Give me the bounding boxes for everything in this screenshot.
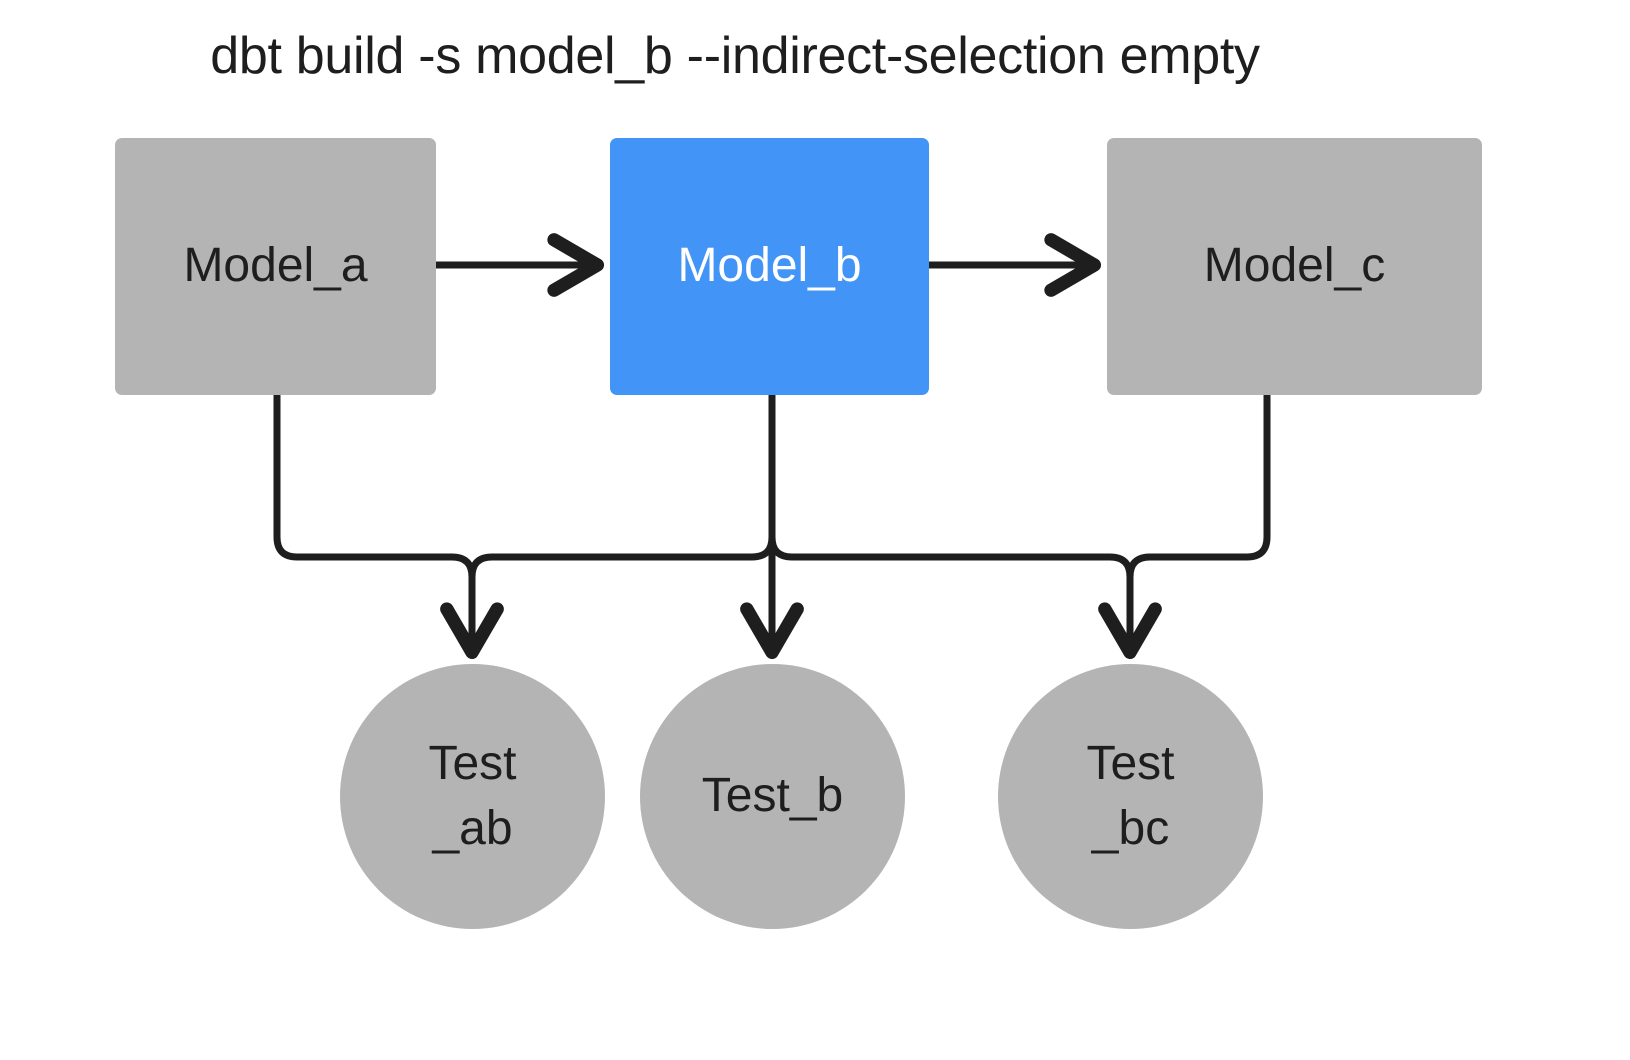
edge-model-c-to-test-bc	[1126, 395, 1271, 651]
node-test-ab[interactable]: Test _ab	[340, 664, 605, 929]
node-model-b-label: Model_b	[677, 239, 862, 293]
node-model-a-label: Model_a	[183, 239, 368, 293]
node-test-b[interactable]: Test_b	[640, 664, 905, 929]
edge-model-b-to-test-ab	[468, 395, 776, 651]
node-model-c-label: Model_c	[1203, 239, 1386, 293]
node-test-bc[interactable]: Test _bc	[998, 664, 1263, 929]
edge-model-a-to-test-ab	[273, 395, 504, 660]
node-test-ab-label: Test _ab	[428, 736, 517, 855]
node-model-a[interactable]: Model_a	[115, 138, 436, 395]
page-title: dbt build -s model_b --indirect-selectio…	[210, 27, 1260, 85]
node-test-b-label: Test_b	[701, 769, 844, 823]
node-test-bc-label: Test _bc	[1086, 736, 1175, 855]
node-model-c[interactable]: Model_c	[1107, 138, 1482, 395]
node-model-b[interactable]: Model_b	[610, 138, 929, 395]
edge-model-b-to-test-bc	[768, 395, 1162, 660]
